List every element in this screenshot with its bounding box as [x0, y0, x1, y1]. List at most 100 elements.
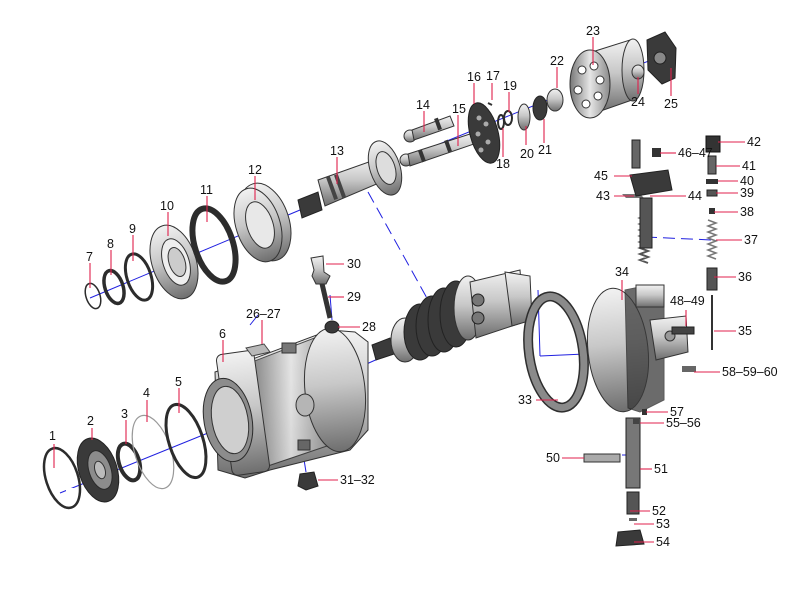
- part-54-plug: [615, 529, 645, 547]
- label-9: 9: [129, 222, 136, 236]
- label-23: 23: [586, 24, 600, 38]
- label-48-49: 48–49: [670, 294, 705, 308]
- part-6-motor-housing: [202, 327, 369, 479]
- part-19-washer: [503, 110, 513, 126]
- label-43: 43: [596, 189, 610, 203]
- part-55-56-o-ring: [633, 418, 639, 424]
- part-52-sleeve: [626, 491, 640, 515]
- part-2-seal-carrier: [76, 437, 120, 503]
- label-44: 44: [688, 189, 702, 203]
- label-46-47: 46–47: [678, 146, 713, 160]
- label-34: 34: [615, 265, 629, 279]
- part-14-piston: [403, 115, 455, 143]
- part-36-piston: [706, 267, 718, 291]
- part-1-snap-ring: [42, 446, 82, 510]
- label-8: 8: [107, 237, 114, 251]
- label-19: 19: [503, 79, 517, 93]
- part-48-49-screw: [671, 326, 695, 335]
- part-24-valve-plate: [631, 64, 645, 80]
- part-28-plug: [324, 320, 340, 334]
- label-6: 6: [219, 327, 226, 341]
- label-38: 38: [740, 205, 754, 219]
- label-33: 33: [518, 393, 532, 407]
- label-41: 41: [742, 159, 756, 173]
- part-53-shim: [629, 518, 637, 521]
- label-51: 51: [654, 462, 668, 476]
- part-38-spring-seat: [709, 208, 715, 214]
- part-8-seal: [102, 268, 126, 306]
- part-44-spool: [639, 197, 653, 249]
- part-40-nut: [706, 179, 718, 184]
- label-17: 17: [486, 69, 500, 83]
- label-26-27: 26–27: [246, 307, 281, 321]
- label-12: 12: [248, 163, 262, 177]
- part-57-plug: [642, 409, 647, 415]
- part-58-59-60-fitting: [682, 366, 696, 372]
- part-25-port-cover: [646, 31, 677, 85]
- label-42: 42: [747, 135, 761, 149]
- rotating-group-assembly: [371, 269, 533, 363]
- label-58-59-60: 58–59–60: [722, 365, 778, 379]
- part-labels: 1 2 3 4 5 6 7 8 9 10 11 12 13 14 15 16 1…: [49, 24, 778, 549]
- label-37: 37: [744, 233, 758, 247]
- label-50: 50: [546, 451, 560, 465]
- part-39-washer: [706, 189, 718, 197]
- part-22-bushing: [546, 88, 564, 112]
- label-25: 25: [664, 97, 678, 111]
- part-16-retaining-plate: [467, 102, 501, 164]
- label-30: 30: [347, 257, 361, 271]
- part-11-spacer-sleeve: [189, 205, 239, 285]
- label-28: 28: [362, 320, 376, 334]
- part-3-shaft-seal: [115, 441, 143, 483]
- label-35: 35: [738, 324, 752, 338]
- part-41-adjusting-screw: [707, 155, 717, 175]
- part-9-spacer-ring: [123, 252, 155, 302]
- label-45: 45: [594, 169, 608, 183]
- part-17-screw: [487, 102, 493, 106]
- part-46-47-plug: [652, 148, 661, 157]
- label-15: 15: [452, 102, 466, 116]
- part-21-spring-seat: [532, 95, 548, 121]
- label-57: 57: [670, 405, 684, 419]
- part-5-gasket-ring: [164, 402, 208, 480]
- part-33-gasket: [523, 291, 589, 413]
- part-50-pin: [583, 453, 621, 463]
- label-11: 11: [200, 183, 213, 197]
- label-16: 16: [467, 70, 481, 84]
- label-39: 39: [740, 186, 754, 200]
- label-40: 40: [740, 174, 754, 188]
- leader-lines: [53, 37, 745, 543]
- label-10: 10: [160, 199, 174, 213]
- label-21: 21: [538, 143, 552, 157]
- label-3: 3: [121, 407, 128, 421]
- label-7: 7: [86, 250, 93, 264]
- part-7-circlip: [84, 282, 102, 310]
- part-10-bearing: [149, 224, 199, 300]
- label-24: 24: [631, 95, 645, 109]
- part-45-valve-cover: [629, 139, 673, 197]
- label-20: 20: [520, 147, 534, 161]
- part-42-cap-nut: [705, 135, 721, 153]
- label-31-32: 31–32: [340, 473, 375, 487]
- label-18: 18: [496, 157, 510, 171]
- label-2: 2: [87, 414, 94, 428]
- part-13-drive-shaft: [297, 140, 403, 219]
- label-54: 54: [656, 535, 670, 549]
- label-36: 36: [738, 270, 752, 284]
- label-14: 14: [416, 98, 430, 112]
- label-13: 13: [330, 144, 344, 158]
- label-55-56: 55–56: [666, 416, 701, 430]
- part-30-fitting: [310, 255, 331, 285]
- label-53: 53: [656, 517, 670, 531]
- part-12-roller-bearing: [233, 182, 292, 263]
- label-5: 5: [175, 375, 182, 389]
- part-31-32-drain-plug: [297, 471, 319, 491]
- label-22: 22: [550, 54, 564, 68]
- label-1: 1: [49, 429, 56, 443]
- part-26-27-name-plate: [245, 343, 271, 357]
- label-4: 4: [143, 386, 150, 400]
- label-52: 52: [652, 504, 666, 518]
- part-51-valve-body: [625, 417, 641, 489]
